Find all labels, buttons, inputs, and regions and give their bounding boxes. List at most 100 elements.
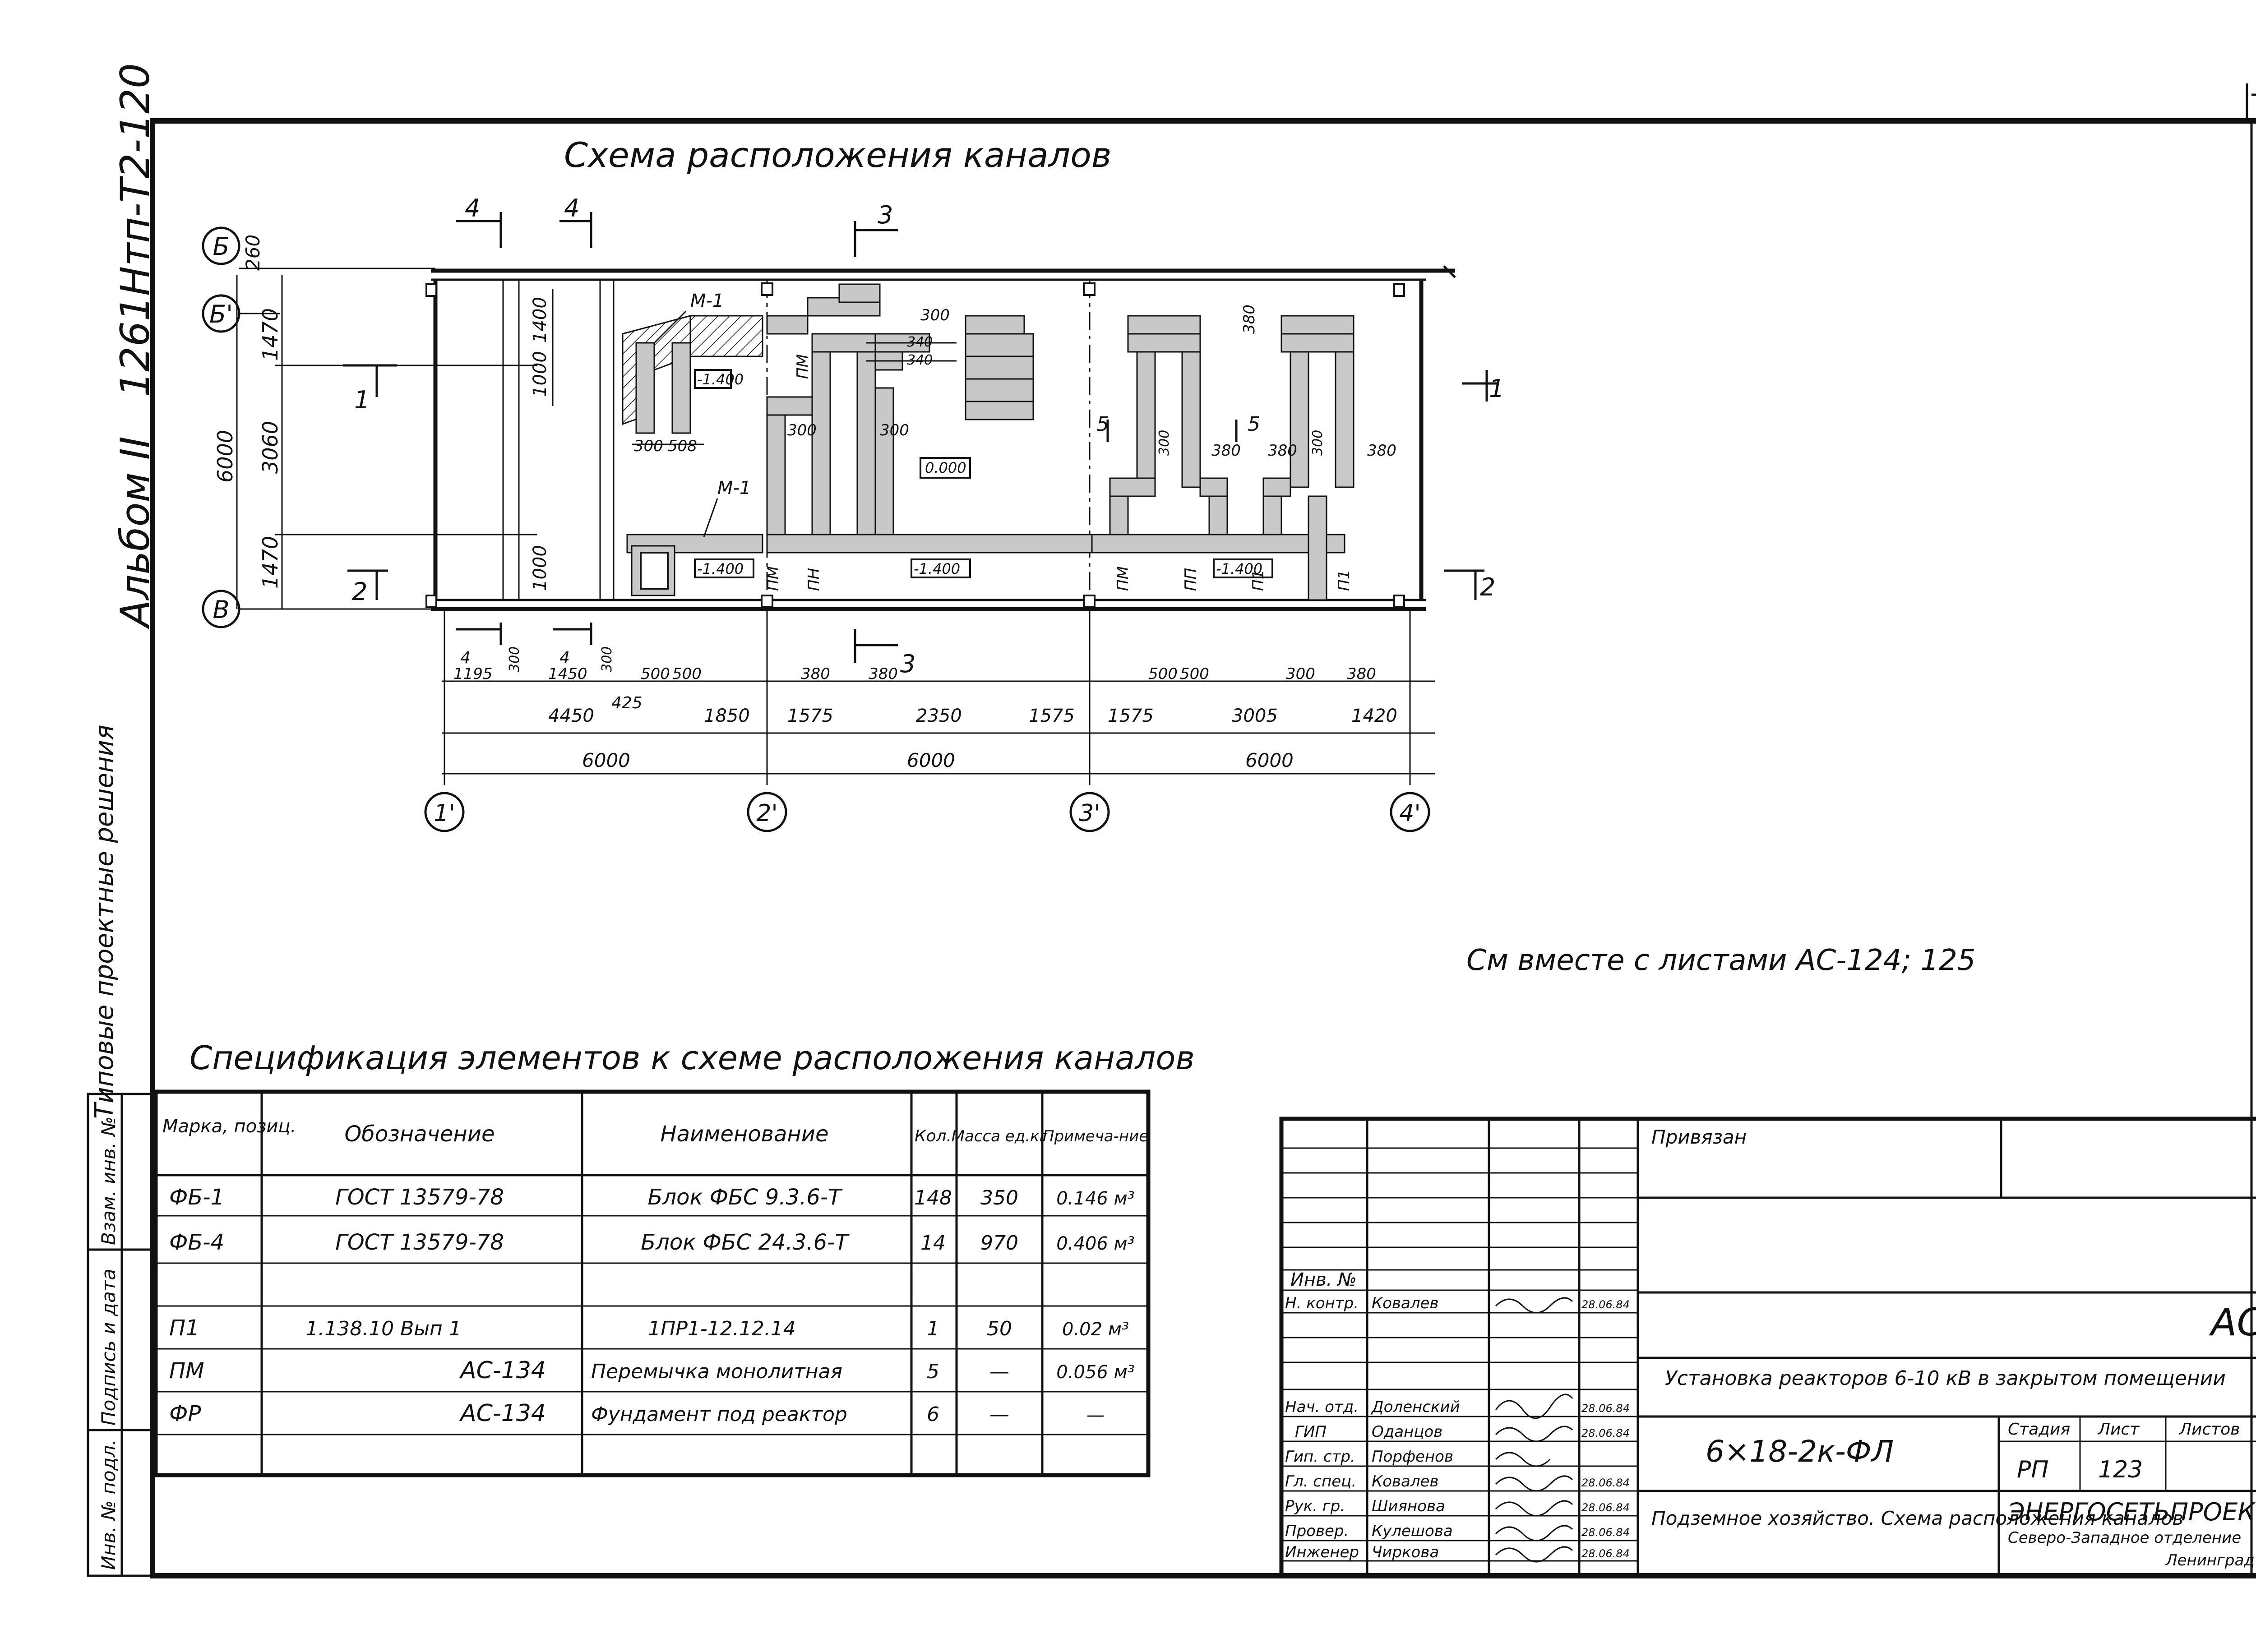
dim-part-1470-top: 1470 bbox=[258, 308, 282, 361]
spec-cell-qty: 5 bbox=[927, 1360, 939, 1383]
bdim-425: 425 bbox=[611, 694, 643, 712]
table-row: ФБ-4 ГОСТ 13579-78 Блок ФБС 24.3.6-Т 14 … bbox=[169, 1230, 1135, 1255]
mark-p1-bay3-a: П1 bbox=[1249, 570, 1267, 591]
bdim-380-a: 380 bbox=[801, 665, 830, 683]
spec-cell-mark: ФБ-4 bbox=[169, 1230, 224, 1255]
spec-cell-name: 1ПР1-12.12.14 bbox=[648, 1317, 795, 1340]
tb-role: Гип. стр. bbox=[1285, 1448, 1355, 1466]
tb-sheet-mark: АС bbox=[2209, 1300, 2256, 1344]
mark-m1-bottom: М-1 bbox=[717, 478, 751, 498]
section-2-right: 2 bbox=[1480, 573, 1495, 601]
spec-header-designation: Обозначение bbox=[344, 1121, 495, 1147]
tb-name: Шиянова bbox=[1372, 1497, 1445, 1515]
spec-cell-mass: — bbox=[989, 1360, 1009, 1383]
bdim-500-c: 500 bbox=[1148, 665, 1178, 683]
margin-stamp-strip bbox=[87, 1093, 154, 1577]
dim-300-bay2-a: 300 bbox=[920, 306, 950, 324]
bdim-500-d: 500 bbox=[1180, 665, 1209, 683]
dim-300-bay3-a: 300 bbox=[1156, 430, 1172, 456]
tb-name: Доленский bbox=[1371, 1398, 1460, 1416]
bdim-4-a: 4 bbox=[460, 649, 471, 667]
spec-header-mass: Масса ед.кг bbox=[952, 1127, 1048, 1145]
section-marks: 4 4 3 3 1 1 2 2 5 bbox=[343, 194, 1504, 678]
section-2-left: 2 bbox=[352, 577, 367, 606]
dim-overall-6000: 6000 bbox=[213, 430, 237, 483]
dim-part-3060: 3060 bbox=[258, 421, 282, 474]
dim-508-bay1: 508 bbox=[668, 437, 697, 455]
tb-project: Установка реакторов 6-10 кВ в закрытом п… bbox=[1665, 1367, 2226, 1390]
spec-cell-mark: ПМ bbox=[169, 1358, 204, 1384]
title-block: Привязан Инв. № АС Установка реакторов 6… bbox=[1279, 1117, 2256, 1578]
dim-380-bay3-b: 380 bbox=[1211, 442, 1241, 460]
tb-date: 28.06.84 bbox=[1581, 1477, 1630, 1489]
dim-300-bay2-b: 300 bbox=[787, 421, 817, 439]
tb-sheet-header: Лист bbox=[2097, 1420, 2140, 1439]
bdim-1575-b: 1575 bbox=[1029, 706, 1075, 726]
row-axis-v: В bbox=[213, 595, 229, 624]
mark-p1-bay3-b: П1 bbox=[1335, 570, 1353, 591]
tb-sheets-header: Листов bbox=[2178, 1420, 2240, 1439]
tb-name: Ковалев bbox=[1372, 1472, 1439, 1490]
sheet-frame: 173 bbox=[150, 79, 2256, 1578]
bdim-6000-a: 6000 bbox=[582, 749, 630, 771]
tb-person-row: Н. контр. Ковалев 28.06.84 bbox=[1285, 1294, 1630, 1314]
spec-header-mark: Марка, позиц. bbox=[162, 1116, 296, 1137]
spec-cell-name: Блок ФБС 24.3.6-Т bbox=[641, 1230, 850, 1255]
tb-role: Нач. отд. bbox=[1285, 1398, 1359, 1416]
tb-name: Оданцов bbox=[1372, 1423, 1442, 1441]
table-row: ПМ АС-134 Перемычка монолитная 5 — 0.056… bbox=[169, 1357, 1135, 1384]
tb-org-branch: Северо-Западное отделение bbox=[2008, 1529, 2241, 1547]
dim-inner-1000-top: 1000 bbox=[530, 351, 550, 397]
mark-pp-bay3: ПП bbox=[1182, 568, 1200, 591]
tb-privyazan: Привязан bbox=[1651, 1126, 1747, 1148]
left-dimensions: 260 6000 1470 3060 1470 1400 1000 1000 bbox=[213, 235, 554, 609]
stamp-cell-inventory: Инв. № подл. bbox=[97, 1439, 120, 1570]
tb-sheet-value: 123 bbox=[2098, 1456, 2143, 1483]
row-axis-b-prime: Б' bbox=[209, 300, 233, 328]
spec-cell-qty: 1 bbox=[927, 1317, 939, 1340]
level-mark-bay1-bottom: -1.400 bbox=[697, 560, 744, 577]
spec-cell-qty: 148 bbox=[914, 1186, 952, 1209]
tb-date: 28.06.84 bbox=[1581, 1526, 1630, 1539]
dim-300-bay2-c: 300 bbox=[880, 421, 909, 439]
spec-cell-mark: ФР bbox=[169, 1401, 201, 1426]
col-axis-3: 3' bbox=[1079, 800, 1100, 827]
tb-person-row: Нач. отд. Доленский 28.06.84 bbox=[1285, 1394, 1630, 1419]
spec-cell-note: — bbox=[1086, 1405, 1105, 1426]
table-row: П1 1.138.10 Вып 1 1ПР1-12.12.14 1 50 0.0… bbox=[169, 1315, 1129, 1341]
album-code: 1261Нтп-Т2-120 bbox=[112, 63, 158, 397]
tb-date: 28.06.84 bbox=[1581, 1427, 1630, 1440]
col-axis-2: 2' bbox=[756, 800, 777, 827]
tb-role: Инженер bbox=[1285, 1543, 1359, 1561]
channel-bay-3: -1.400 ПМ ПП П1 П1 380 380 380 380 300 3… bbox=[1091, 305, 1396, 601]
spec-cell-note: 0.406 м³ bbox=[1056, 1233, 1134, 1254]
spec-cell-designation: ГОСТ 13579-78 bbox=[335, 1185, 504, 1210]
mark-pm-bay3: ПМ bbox=[1114, 566, 1132, 591]
spec-cell-note: 0.02 м³ bbox=[1062, 1319, 1129, 1340]
column-axis-markers: 1' 2' 3' 4' bbox=[424, 792, 1430, 832]
bdim-1850: 1850 bbox=[704, 706, 750, 726]
dim-inner-1400: 1400 bbox=[530, 297, 550, 343]
dim-380-bay3-a: 380 bbox=[1240, 305, 1258, 334]
sheet-corner-number: 173 bbox=[2255, 79, 2256, 106]
spec-cell-designation: АС-134 bbox=[459, 1400, 546, 1427]
section-4a-top: 4 bbox=[465, 194, 480, 222]
spec-header-name: Наименование bbox=[660, 1121, 828, 1147]
spec-header-qty: Кол. bbox=[915, 1127, 952, 1145]
tb-inv-no: Инв. № bbox=[1290, 1269, 1357, 1290]
mark-pn-bay2: ПН bbox=[805, 568, 823, 591]
left-margin: 1261Нтп-Т2-120 Альбом II Типовые проектн… bbox=[87, 63, 158, 1577]
dim-inner-1000-bottom: 1000 bbox=[530, 545, 550, 591]
section-3-bottom: 3 bbox=[900, 650, 915, 678]
spec-cell-qty: 6 bbox=[927, 1403, 939, 1426]
bdim-2350: 2350 bbox=[916, 706, 962, 726]
tb-person-row: Гл. спец. Ковалев 28.06.84 bbox=[1285, 1472, 1630, 1492]
dim-300-bay3-b: 300 bbox=[1310, 430, 1326, 456]
spec-cell-designation: ГОСТ 13579-78 bbox=[335, 1230, 504, 1255]
tb-name: Ковалев bbox=[1372, 1294, 1439, 1312]
col-axis-4: 4' bbox=[1399, 800, 1420, 827]
see-also-note: См вместе с листами АС-124; 125 bbox=[1466, 944, 1976, 977]
bdim-380-b: 380 bbox=[869, 665, 898, 683]
column-pads bbox=[425, 282, 1405, 608]
